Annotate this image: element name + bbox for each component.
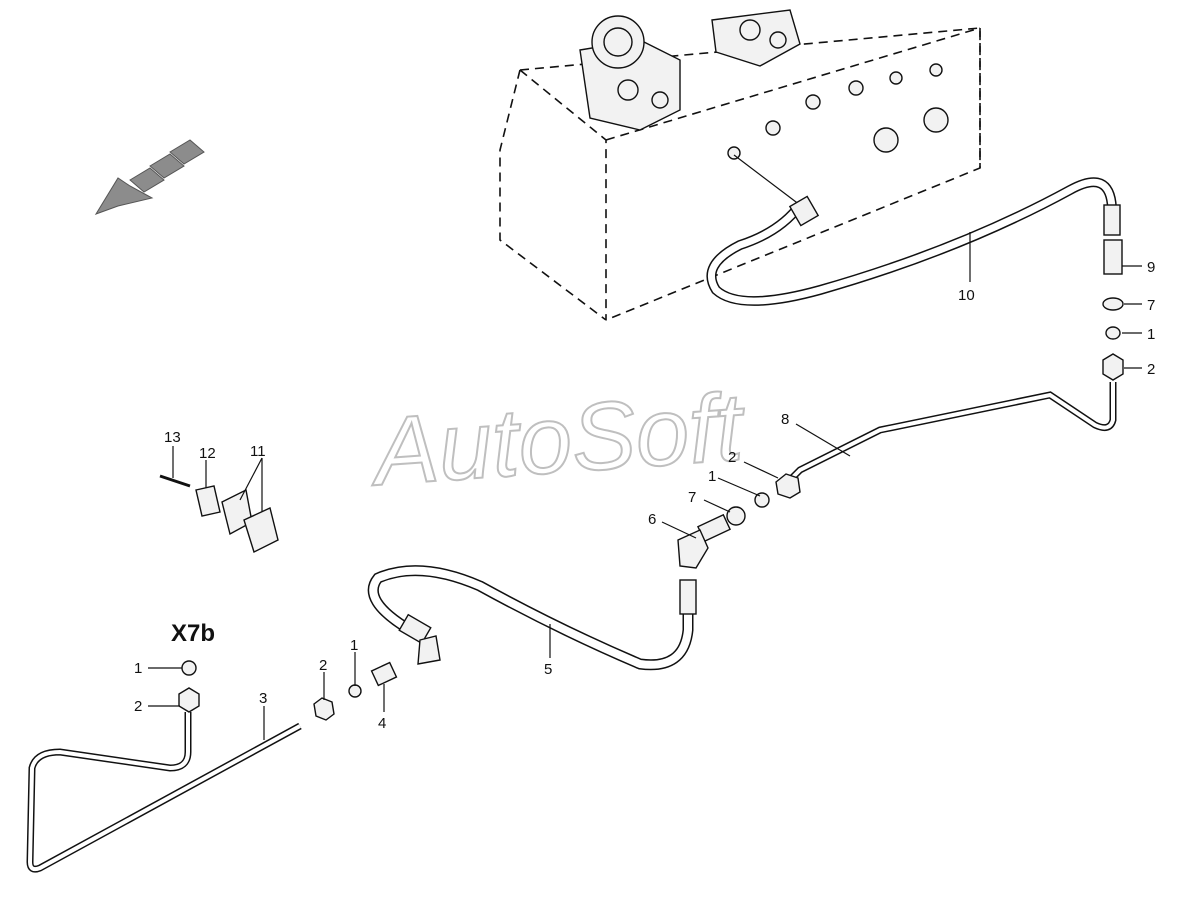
callout-6: 6 [648,511,656,528]
callout-12: 12 [199,445,216,462]
callout-2: 2 [319,657,327,674]
direction-arrow-icon [94,139,205,215]
diagram-title: X7b [171,620,215,647]
tank-outline [499,27,981,321]
fitting-stack-x7b [178,660,200,713]
callout-1: 1 [1147,326,1155,343]
callout-2: 2 [1147,361,1155,378]
callout-1: 1 [708,468,716,485]
hose-10 [706,154,1121,306]
callout-11: 11 [250,443,266,460]
callout-1: 1 [350,637,358,654]
valve-block-right [711,9,801,67]
callout-7: 7 [688,489,696,506]
valve-block-left [579,15,681,131]
pipe-8 [785,382,1117,485]
callout-10: 10 [958,287,975,304]
leader-lines [148,232,1142,740]
callout-8: 8 [781,411,789,428]
callout-2: 2 [728,449,736,466]
callout-4: 4 [378,715,386,732]
watermark-text: AutoSoft [366,373,749,506]
clamp-assembly [159,474,279,553]
callout-1: 1 [134,660,142,677]
fitting-stack-left [313,661,398,721]
hose-5 [367,565,697,671]
callout-5: 5 [544,661,552,678]
callout-13: 13 [164,429,181,446]
fitting-stack-right [1102,239,1124,381]
pipe-3 [26,712,302,873]
callout-3: 3 [259,690,267,707]
tank-fittings [727,63,949,160]
fitting-stack-middle [677,473,801,569]
callout-9: 9 [1147,259,1155,276]
callout-2: 2 [134,698,142,715]
callout-7: 7 [1147,297,1155,314]
